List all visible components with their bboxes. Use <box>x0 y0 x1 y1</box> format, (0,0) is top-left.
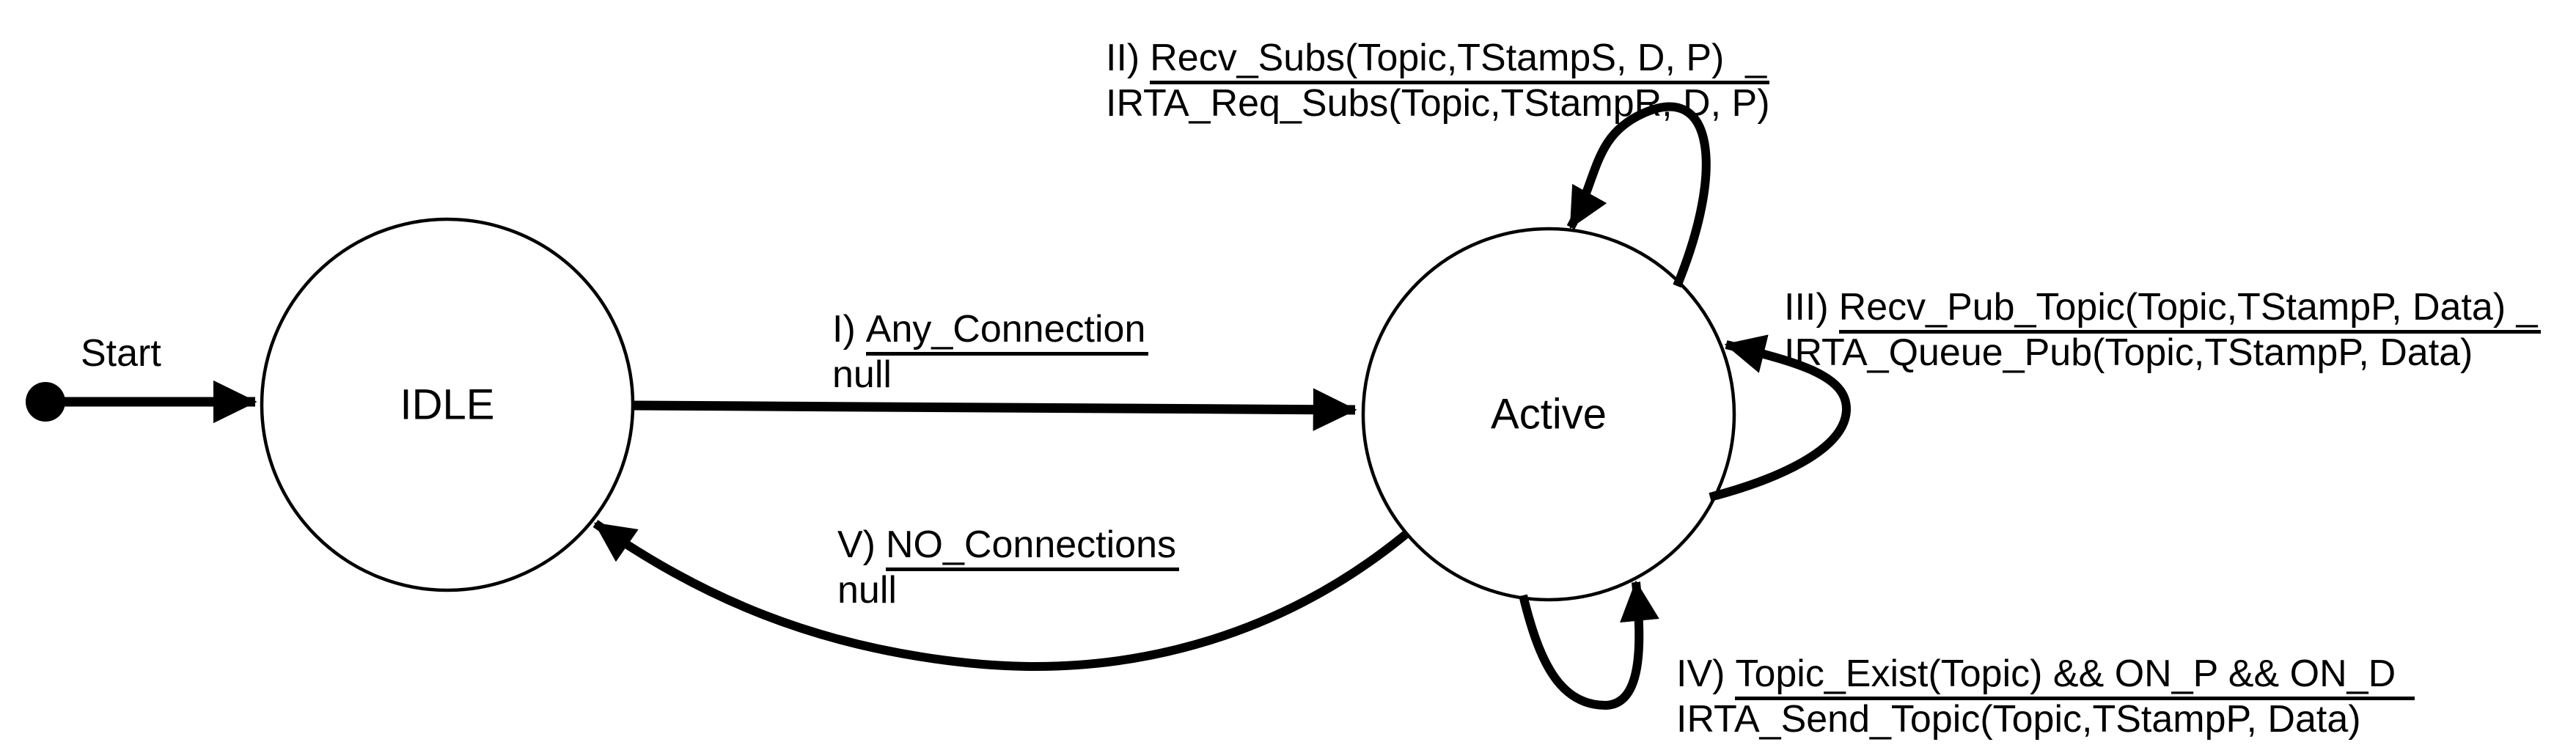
transition-v-event-line: V)NO_Connections <box>837 522 1179 571</box>
transition-iii-self-loop <box>1709 334 1852 502</box>
state-idle-circle <box>260 217 635 592</box>
transition-iv-event-line: IV)Topic_Exist(Topic) && ON_P && ON_D <box>1676 651 2415 700</box>
transition-number: IV) <box>1676 653 1725 695</box>
transition-ii-event-line: II) Recv_Subs(Topic,TStampS, D, P) _ <box>1106 35 1770 84</box>
transition-event: NO_Connections <box>886 524 1179 571</box>
state-active-circle <box>1361 227 1736 602</box>
transition-i-event-line: I)Any_Connection <box>832 306 1149 356</box>
transition-ii-label: II) Recv_Subs(Topic,TStampS, D, P) _ IRTA… <box>1106 35 1770 126</box>
transition-ii-self-loop <box>1566 102 1711 288</box>
transition-i-arrow <box>634 388 1357 431</box>
state-active-label: Active <box>1491 390 1607 438</box>
transition-action: IRTA_Queue_Pub(Topic,TStampP, Data) <box>1784 331 2473 374</box>
start-label: Start <box>81 332 161 375</box>
transition-iv-label: IV)Topic_Exist(Topic) && ON_P && ON_D IR… <box>1676 651 2415 742</box>
transition-iii-label: III)Recv_Pub_Topic(Topic,TStampP, Data) … <box>1784 284 2541 375</box>
transition-action: IRTA_Req_Subs(Topic,TStampR, D, P) <box>1106 82 1770 125</box>
transition-event: Recv_Subs(Topic,TStampS, D, P) _ <box>1150 37 1770 84</box>
transition-event: Topic_Exist(Topic) && ON_P && ON_D <box>1735 653 2415 700</box>
transition-number: V) <box>837 524 876 566</box>
transition-action: null <box>837 569 897 611</box>
transition-v-arrow <box>592 520 1409 671</box>
transition-action: null <box>832 353 892 396</box>
transition-number: I) <box>832 308 856 350</box>
start-dot <box>26 382 65 422</box>
transition-number: III) <box>1784 286 1829 328</box>
transition-v-label: V)NO_Connections null <box>837 522 1179 613</box>
transition-iv-self-loop <box>1519 580 1659 710</box>
transition-event: Recv_Pub_Topic(Topic,TStampP, Data) _ <box>1838 286 2541 334</box>
transition-number: II) <box>1106 37 1140 79</box>
transition-action: IRTA_Send_Topic(Topic,TStampP, Data) <box>1676 698 2361 741</box>
transition-iii-event-line: III)Recv_Pub_Topic(Topic,TStampP, Data) … <box>1784 284 2541 334</box>
state-idle-label: IDLE <box>400 381 495 429</box>
transition-i-label: I)Any_Connection null <box>832 306 1149 397</box>
transition-event: Any_Connection <box>865 308 1149 356</box>
